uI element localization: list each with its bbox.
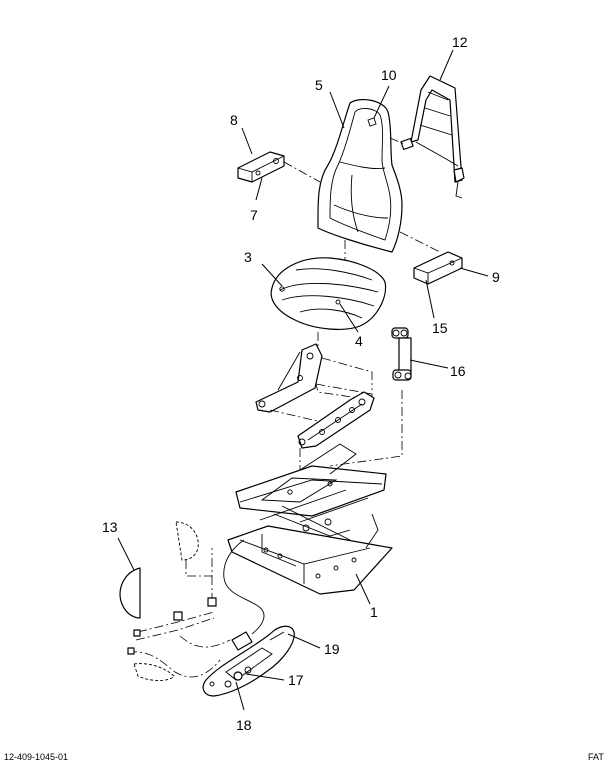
callout-9: 9 — [492, 269, 500, 285]
headrest-screw — [367, 117, 377, 127]
callout-15: 15 — [432, 320, 448, 336]
control-cable — [223, 539, 265, 635]
armrest-bracket-right — [399, 231, 463, 285]
callout-10: 10 — [381, 67, 397, 83]
callout-8: 8 — [230, 112, 238, 128]
callouts: 1 3 4 5 7 8 9 10 12 13 15 16 17 18 19 — [102, 34, 500, 733]
leader-lines — [117, 49, 489, 711]
callout-7: 7 — [250, 207, 258, 223]
adjuster-frame — [255, 343, 375, 488]
page-mark: FAT — [588, 752, 604, 761]
callout-3: 3 — [244, 249, 252, 265]
grab-handle — [389, 75, 465, 199]
callout-13: 13 — [102, 519, 118, 535]
callout-5: 5 — [315, 77, 323, 93]
control-valve — [202, 625, 295, 697]
control-linkage — [127, 597, 231, 681]
callout-4: 4 — [355, 333, 363, 349]
armrest-bracket-left — [237, 151, 321, 183]
callout-18: 18 — [236, 717, 252, 733]
shock-absorber — [329, 327, 412, 467]
callout-17: 17 — [288, 672, 304, 688]
seat-back — [317, 99, 403, 268]
dome-cover — [119, 521, 213, 619]
figure-id: 12-409-1045-01 — [4, 752, 68, 761]
seat-cushion — [270, 257, 387, 346]
callout-12: 12 — [452, 34, 468, 50]
callout-19: 19 — [324, 641, 340, 657]
suspension-assembly — [227, 443, 393, 595]
callout-16: 16 — [450, 363, 466, 379]
callout-1: 1 — [370, 604, 378, 620]
